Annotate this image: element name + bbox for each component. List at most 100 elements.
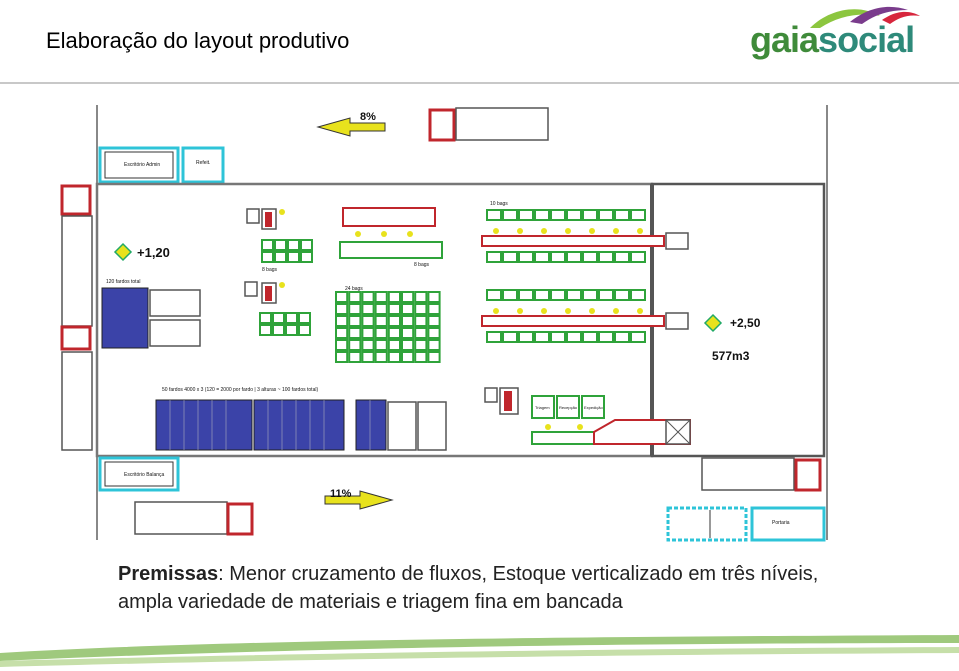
- bin-group-3: [484, 387, 519, 415]
- grid-cell: [335, 351, 349, 363]
- grid-cell: [348, 291, 362, 303]
- grid-cell: [361, 303, 375, 315]
- conveyor-slot: [518, 289, 534, 301]
- conveyor-slot: [486, 289, 502, 301]
- elevation-marker-left: +1,20: [113, 242, 170, 262]
- bale-stack: [155, 399, 253, 451]
- bench-top-middle: [339, 207, 443, 259]
- conveyor-slot: [630, 251, 646, 263]
- sorter-point: [493, 308, 499, 314]
- conveyor-slot: [486, 331, 502, 343]
- grid-cell: [387, 315, 401, 327]
- grid-cell: [374, 339, 388, 351]
- grid-cell: [414, 315, 428, 327]
- sorter-point: [613, 308, 619, 314]
- sorter-point: [565, 308, 571, 314]
- bale-stack: [253, 399, 345, 451]
- bay-c-label: Expedição: [584, 405, 603, 410]
- grid-cell: [401, 303, 415, 315]
- gaia-social-logo: gaiasocial: [750, 4, 930, 66]
- grid-cell: [414, 327, 428, 339]
- office-bottom: Escritório Balança: [98, 456, 180, 492]
- conveyor-slot: [582, 289, 598, 301]
- elevation-left-label: +1,20: [137, 245, 170, 260]
- logo-social: social: [818, 19, 915, 60]
- grid-cell: [335, 315, 349, 327]
- grid-b-label: 8 bags: [414, 262, 430, 268]
- conveyor-slot: [630, 209, 646, 221]
- grid-cell: [401, 327, 415, 339]
- grid-cell: [374, 291, 388, 303]
- conveyor-slot: [566, 209, 582, 221]
- conveyor-slot: [630, 331, 646, 343]
- bays-bottom: Triagem Recepção Expedição: [531, 395, 691, 445]
- conveyor-slot: [582, 251, 598, 263]
- conveyor-slot: [614, 331, 630, 343]
- footer-swoosh: [0, 635, 959, 667]
- elevation-right-label: +2,50: [730, 316, 761, 330]
- bay-a-label: Triagem: [535, 405, 550, 410]
- bale-stack-left: [101, 287, 149, 349]
- grid-cell: [300, 239, 313, 251]
- conveyor-slot: [550, 289, 566, 301]
- conveyor-slot: [534, 331, 550, 343]
- grid-cell: [261, 239, 274, 251]
- grid-cell: [427, 303, 441, 315]
- warehouse-area-label: 577m3: [712, 349, 750, 363]
- grid-cell: [361, 291, 375, 303]
- grid-cell: [427, 351, 441, 363]
- caption: Premissas: Menor cruzamento de fluxos, E…: [118, 560, 838, 616]
- grid-cell: [401, 339, 415, 351]
- conveyor-slot: [630, 289, 646, 301]
- truck-bottom-right: [701, 457, 822, 492]
- conveyor-slot: [566, 331, 582, 343]
- grid-cell: [274, 251, 287, 263]
- grid-cell: [427, 327, 441, 339]
- arrow-top-label: 8%: [360, 111, 376, 123]
- flow-arrow-top: 8%: [316, 111, 386, 137]
- conveyor-slot: [614, 289, 630, 301]
- grid-cell: [427, 291, 441, 303]
- bin-group-1: [246, 208, 285, 230]
- grid-cell: [348, 351, 362, 363]
- grid-cell: [401, 291, 415, 303]
- grid-cell: [335, 339, 349, 351]
- conveyor-slot: [550, 209, 566, 221]
- office-bottom-right-label: Portaria: [772, 520, 790, 526]
- office-top-right: Refeit.: [181, 146, 225, 184]
- office-top-left-label: Escritório Admin: [124, 162, 160, 168]
- grid-cell: [387, 327, 401, 339]
- office-top-left: Escritório Admin: [98, 146, 180, 184]
- grid-cell: [401, 315, 415, 327]
- sorter-point: [517, 228, 523, 234]
- conveyor-slot: [534, 209, 550, 221]
- conveyor-slot: [598, 251, 614, 263]
- caption-text: : Menor cruzamento de fluxos, Estoque ve…: [118, 563, 819, 613]
- grid-cell: [272, 312, 285, 324]
- grid-cell: [259, 324, 272, 336]
- conveyor-slot: [598, 331, 614, 343]
- conveyor-slot: [518, 209, 534, 221]
- grid-cell: [374, 327, 388, 339]
- grid-cell: [287, 239, 300, 251]
- sorter-point: [589, 308, 595, 314]
- grid-cell: [348, 327, 362, 339]
- grid-cell: [387, 291, 401, 303]
- grid-cell: [259, 312, 272, 324]
- flow-arrow-bottom: 11%: [324, 488, 394, 510]
- leaf-icon: [810, 6, 920, 28]
- grid-cell: [374, 303, 388, 315]
- arrow-bottom-label: 11%: [330, 488, 352, 500]
- sorter-point: [613, 228, 619, 234]
- grid-cell: [387, 303, 401, 315]
- conveyor-slot: [518, 331, 534, 343]
- bale-label-left: 120 fardos total: [106, 279, 140, 285]
- conveyor-slot: [486, 209, 502, 221]
- conveyor-slot: [518, 251, 534, 263]
- logo-gaia: gaia: [750, 19, 819, 60]
- sorter-point: [517, 308, 523, 314]
- conveyor-slot: [502, 251, 518, 263]
- conveyor-end-box: [665, 232, 689, 250]
- grid-cell: [427, 315, 441, 327]
